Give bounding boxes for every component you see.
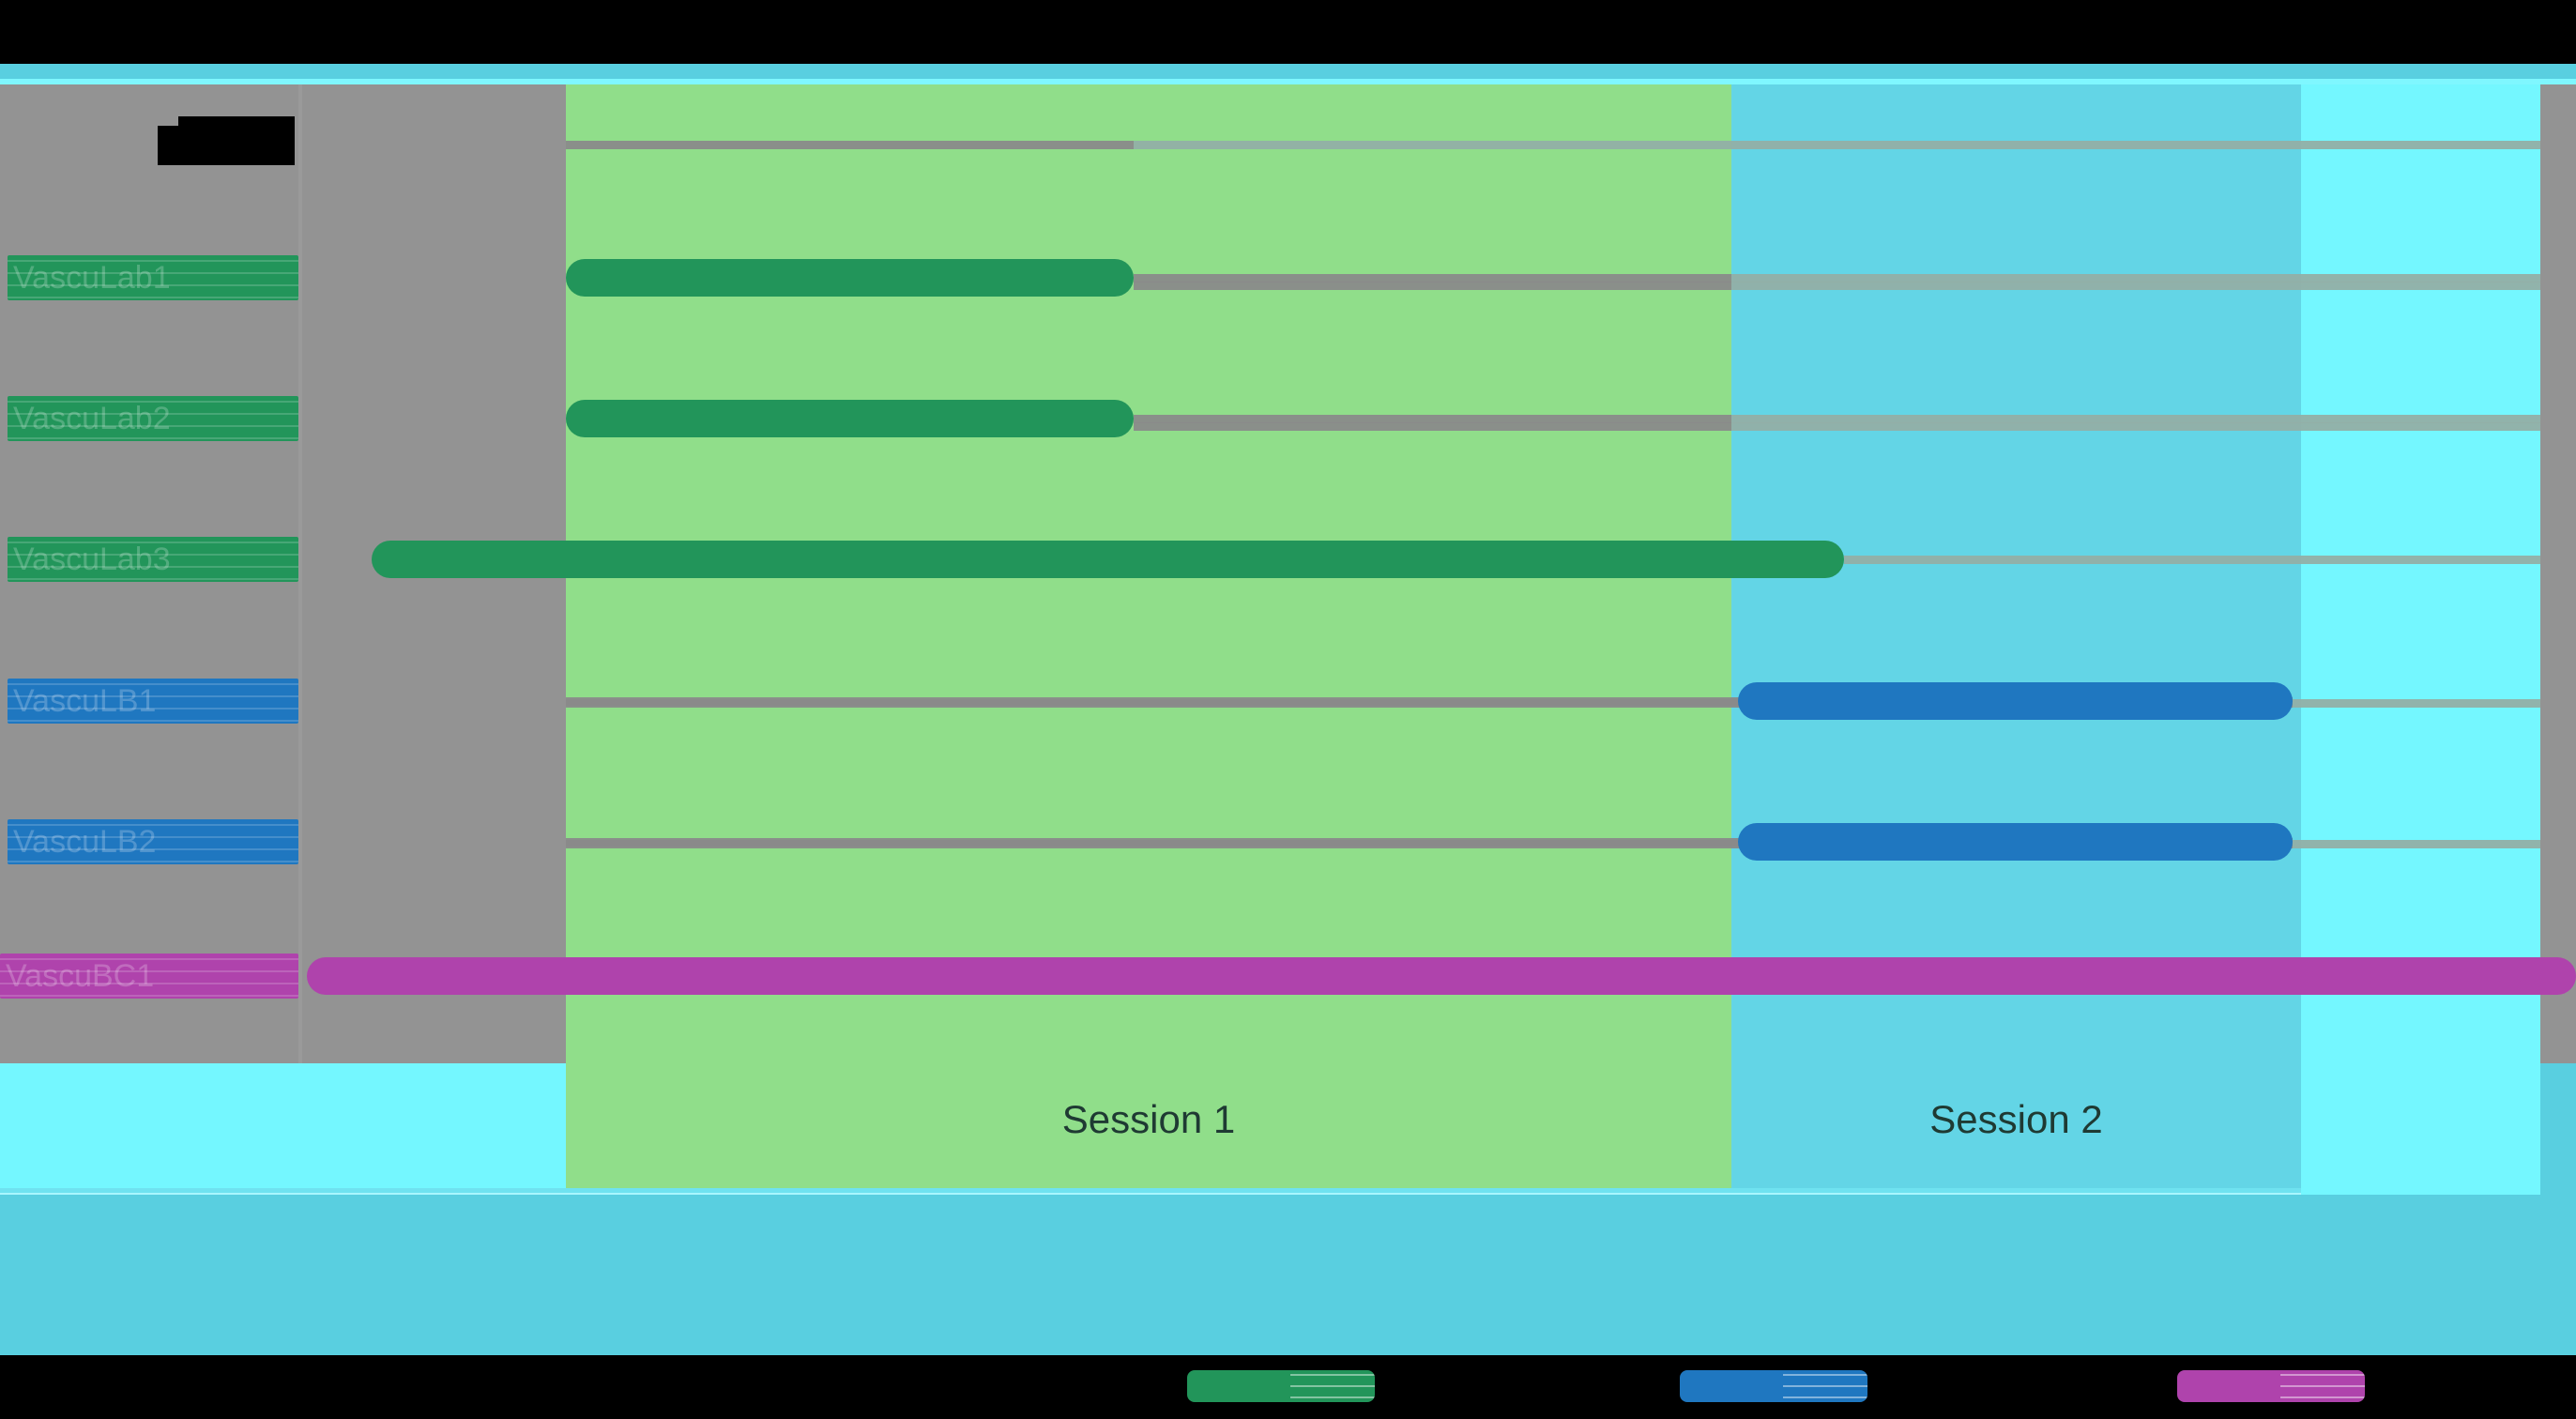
row-label-text: VascuLB2 xyxy=(13,824,157,860)
gantt-bar[interactable] xyxy=(566,400,1134,437)
row-rule-light xyxy=(1731,274,2540,282)
legend-swatch-green-icon xyxy=(1187,1370,1375,1402)
gantt-bar[interactable] xyxy=(566,259,1134,297)
legend-swatch-blue-icon xyxy=(1680,1370,1867,1402)
row-label: VascuLab2 xyxy=(8,396,298,441)
gridline xyxy=(1134,422,1731,431)
gridline-light xyxy=(2293,699,2540,708)
session-band-2-label: Session 2 xyxy=(1929,1097,2103,1141)
row-rule xyxy=(566,838,2293,847)
gridline xyxy=(1134,282,1731,290)
session-band-3 xyxy=(2301,84,2540,1195)
row-label: VascuLab3 xyxy=(8,537,298,582)
gridline-light xyxy=(2293,840,2540,848)
row-label: VascuBC1 xyxy=(0,954,298,999)
row-rule xyxy=(1134,415,1731,423)
session-band-1-label: Session 1 xyxy=(1061,1097,1236,1141)
gantt-bar[interactable] xyxy=(372,541,1844,578)
row-label-text: VascuLab2 xyxy=(13,401,171,436)
legend xyxy=(0,1363,2576,1419)
chart-title-redacted xyxy=(158,116,295,165)
gantt-bar[interactable] xyxy=(307,957,2576,995)
row-rule xyxy=(1134,274,1731,282)
bottom-strip-full xyxy=(0,1195,2576,1355)
bottom-seam-a xyxy=(0,1188,2301,1193)
legend-swatch-purple-icon xyxy=(2177,1370,2365,1402)
gridline-light xyxy=(1731,422,2540,431)
right-margin xyxy=(2540,84,2576,1063)
gridline xyxy=(566,141,1134,149)
row-label-text: VascuLB1 xyxy=(13,683,157,719)
row-rule xyxy=(566,697,2293,706)
row-rule-light xyxy=(1731,415,2540,423)
session-band-2 xyxy=(1731,84,2301,1195)
gridline-light xyxy=(1731,282,2540,290)
chart-title-notch xyxy=(158,116,178,126)
row-label-text: VascuBC1 xyxy=(6,958,155,994)
bottom-strip-left xyxy=(0,1063,566,1195)
frame-highlight-line xyxy=(0,79,2576,84)
session-band-1 xyxy=(566,84,1731,1195)
bottom-seam-b xyxy=(0,1193,2301,1196)
row-label-text: VascuLab1 xyxy=(13,260,171,296)
gridline-light xyxy=(1134,141,2540,149)
row-label-text: VascuLab3 xyxy=(13,542,171,577)
gantt-bar[interactable] xyxy=(1738,823,2293,861)
row-label: VascuLB2 xyxy=(8,819,298,864)
row-label: VascuLB1 xyxy=(8,679,298,724)
row-rule-light xyxy=(1844,556,2540,564)
row-label: VascuLab1 xyxy=(8,255,298,300)
gantt-bar[interactable] xyxy=(1738,682,2293,720)
label-gutter-separator xyxy=(298,84,302,1063)
